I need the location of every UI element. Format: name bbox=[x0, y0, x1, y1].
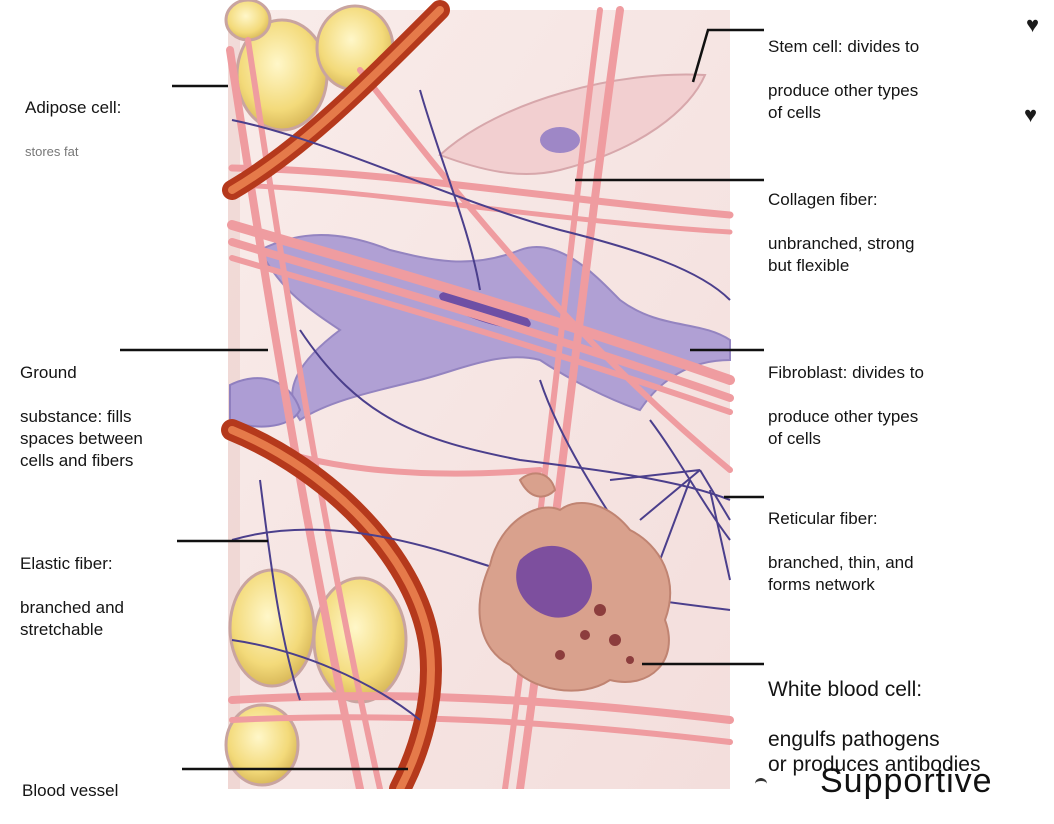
label-stem-name: Stem cell: divides to bbox=[768, 36, 919, 58]
label-stem-desc: produce other types of cells bbox=[768, 80, 919, 124]
label-elastic-name: Elastic fiber: bbox=[20, 553, 124, 575]
heart-bullet-icon: ♥ bbox=[1026, 14, 1048, 36]
label-elastic-desc: branched and stretchable bbox=[20, 597, 124, 641]
label-fibroblast: Fibroblast: divides to produce other typ… bbox=[768, 340, 924, 472]
label-stem: Stem cell: divides to produce other type… bbox=[768, 14, 919, 146]
heart-bullet-icon: ♥ bbox=[1024, 104, 1046, 126]
label-fibroblast-name: Fibroblast: divides to bbox=[768, 362, 924, 384]
label-ground: Ground substance: fills spaces between c… bbox=[20, 340, 143, 494]
label-fibroblast-desc: produce other types of cells bbox=[768, 406, 924, 450]
bottom-heading-text: Supportive bbox=[820, 764, 993, 798]
label-elastic: Elastic fiber: branched and stretchable bbox=[20, 531, 124, 663]
label-reticular-name: Reticular fiber: bbox=[768, 508, 914, 530]
label-adipose-name: Adipose cell: bbox=[25, 97, 121, 119]
label-ground-name: Ground bbox=[20, 362, 143, 384]
label-adipose: Adipose cell: stores fat bbox=[25, 75, 121, 185]
label-wbc-name: White blood cell: bbox=[768, 677, 980, 702]
bullet-marker bbox=[755, 778, 767, 787]
label-reticular: Reticular fiber: branched, thin, and for… bbox=[768, 486, 914, 618]
label-collagen: Collagen fiber: unbranched, strong but f… bbox=[768, 167, 915, 299]
label-ground-desc: substance: fills spaces between cells an… bbox=[20, 406, 143, 472]
label-reticular-desc: branched, thin, and forms network bbox=[768, 552, 914, 596]
label-collagen-desc: unbranched, strong but flexible bbox=[768, 233, 915, 277]
label-blood-vessel-name: Blood vessel bbox=[22, 780, 118, 802]
label-adipose-desc: stores fat bbox=[25, 141, 121, 163]
label-collagen-name: Collagen fiber: bbox=[768, 189, 915, 211]
diagram-stage: Adipose cell: stores fat Ground substanc… bbox=[0, 0, 1054, 789]
label-blood-vessel: Blood vessel bbox=[22, 758, 118, 824]
